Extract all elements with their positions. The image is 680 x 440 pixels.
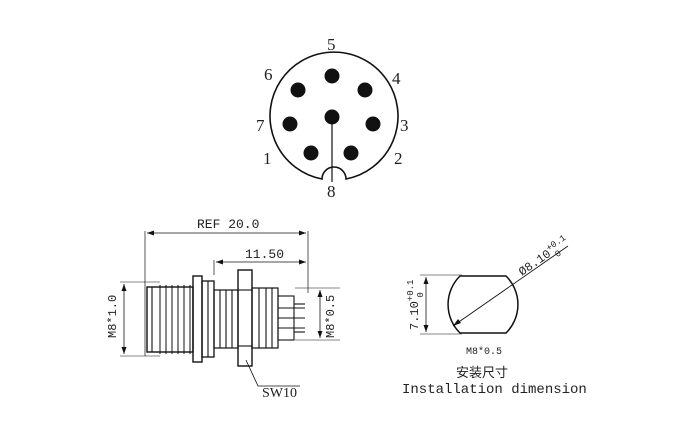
pin-label-3: 3 — [400, 116, 409, 135]
pin-2 — [343, 145, 359, 161]
pin-3 — [365, 116, 381, 132]
pin-label-2: 2 — [394, 149, 403, 168]
flat-width-label: 7.10+0.10 — [406, 280, 426, 330]
pin-label-5: 5 — [327, 35, 336, 54]
pin-1 — [303, 145, 319, 161]
wrench-leader — [245, 359, 300, 387]
pin-label-8: 8 — [327, 182, 336, 201]
installation-title-cn: 安装尺寸 — [456, 366, 508, 381]
left-thread-label: M8*1.0 — [106, 295, 120, 338]
installation-title-en: Installation dimension — [402, 382, 587, 398]
wrench-size-label: SW10 — [262, 386, 297, 401]
panel-cutout — [447, 275, 519, 334]
front-thread-body — [146, 286, 194, 353]
installation-thread-label: M8*0.5 — [466, 346, 502, 358]
ref-dimension-label: REF 20.0 — [197, 217, 259, 232]
pin-5 — [324, 68, 340, 84]
connector-face-view: 5 4 6 7 3 1 2 8 — [256, 35, 409, 201]
rear-body — [251, 287, 279, 349]
length-dimension-label: 11.50 — [245, 247, 284, 262]
installation-view — [420, 245, 569, 335]
hole-diameter-label: Ø8.10+0.10 — [515, 233, 574, 282]
diameter-leader — [452, 245, 569, 327]
front-thread-teeth — [159, 285, 191, 354]
pin-6 — [290, 82, 306, 98]
pin-label-4: 4 — [392, 69, 401, 88]
pin-label-7: 7 — [256, 116, 265, 135]
pin-8 — [324, 109, 340, 125]
pin-4 — [357, 82, 373, 98]
pin-label-6: 6 — [264, 65, 273, 84]
connector-side-view — [120, 230, 340, 387]
panel-flange — [192, 275, 203, 363]
pin-label-1: 1 — [263, 149, 272, 168]
pin-7 — [282, 116, 298, 132]
connector-outline — [269, 51, 399, 180]
hex-nut — [237, 269, 253, 367]
right-thread-label: M8*0.5 — [324, 295, 338, 338]
